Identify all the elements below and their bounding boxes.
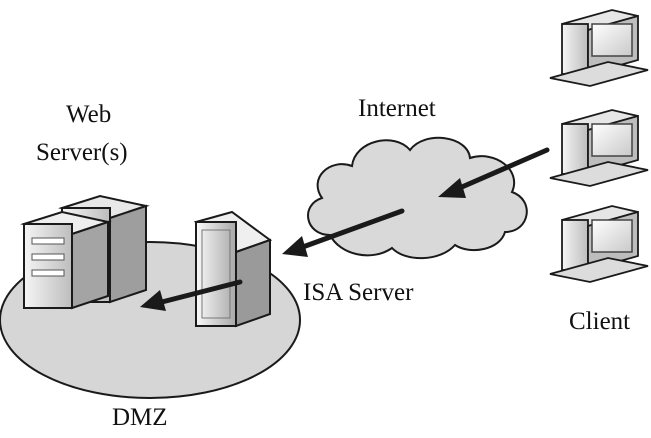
computer-icon [549,205,649,283]
server-icon [20,210,112,310]
computer-icon [549,109,649,187]
arrow-icon [282,208,405,257]
arrow-icon [438,147,550,198]
web-servers-label-line2: Server(s) [36,139,128,166]
internet-label: Internet [358,95,436,122]
computer-icon [549,9,649,87]
isa-server-label: ISA Server [303,279,414,306]
dmz-label: DMZ [112,404,168,431]
firewall-icon [193,210,273,328]
client-label: Client [569,308,631,335]
web-servers-label-line1: Web [66,101,112,128]
cloud-icon [307,136,528,260]
arrow-icon [140,279,243,311]
